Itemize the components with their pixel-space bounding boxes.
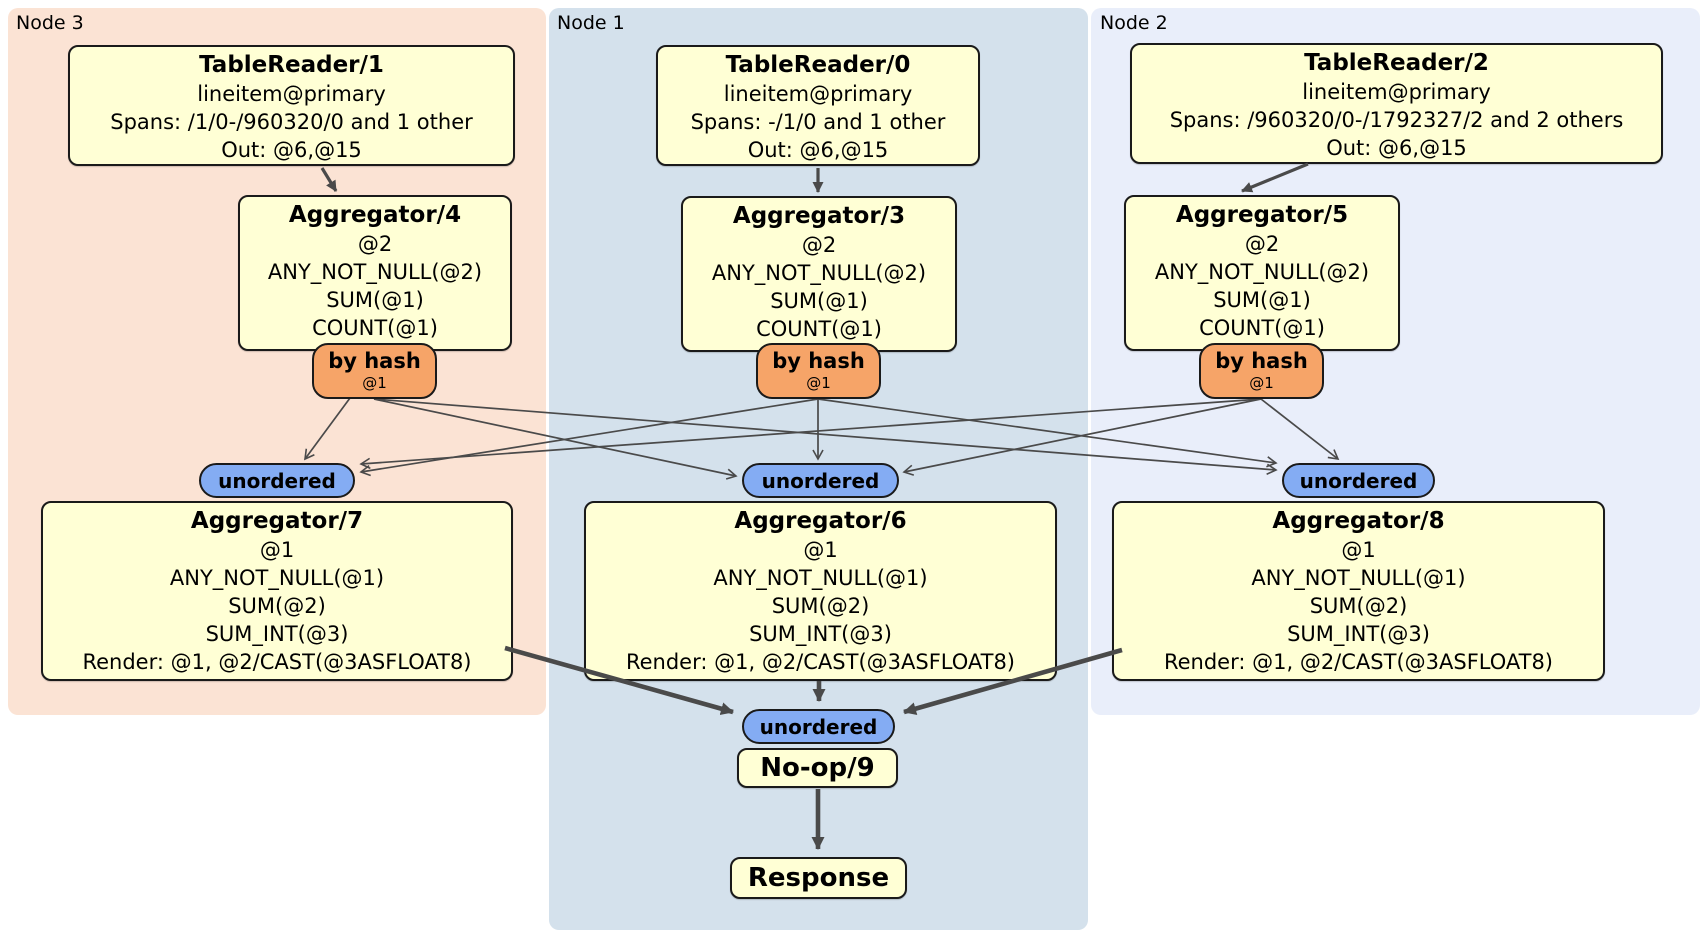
processor-tablereader-1: TableReader/1 lineitem@primary Spans: /1…	[68, 45, 515, 166]
processor-title: Aggregator/5	[1175, 202, 1349, 228]
router-by-hash-node2: by hash @1	[1199, 343, 1324, 399]
processor-title: No-op/9	[760, 753, 875, 783]
processor-response: Response	[730, 857, 907, 899]
processor-line: ANY_NOT_NULL(@2)	[1154, 260, 1370, 284]
sync-unordered-node2: unordered	[1282, 463, 1435, 498]
processor-aggregator-6: Aggregator/6 @1 ANY_NOT_NULL(@1) SUM(@2)…	[584, 501, 1057, 681]
sync-unordered-node1: unordered	[742, 463, 899, 498]
router-detail: @1	[1249, 374, 1274, 392]
processor-line: ANY_NOT_NULL(@1)	[1251, 566, 1466, 590]
processor-line: Render: @1, @2/CAST(@3ASFLOAT8)	[82, 650, 472, 674]
processor-line: @2	[357, 232, 393, 256]
processor-title: Aggregator/8	[1272, 508, 1445, 534]
processor-line: Out: @6,@15	[221, 138, 362, 162]
router-label: by hash	[328, 349, 421, 373]
processor-line: Render: @1, @2/CAST(@3ASFLOAT8)	[625, 650, 1016, 674]
processor-noop-9: No-op/9	[737, 748, 898, 788]
sync-unordered-node3: unordered	[199, 463, 355, 498]
processor-title: TableReader/0	[725, 52, 911, 78]
processor-line: @1	[1341, 538, 1376, 562]
router-detail: @1	[362, 374, 387, 392]
processor-line: Spans: /1/0-/960320/0 and 1 other	[110, 110, 473, 134]
processor-aggregator-8: Aggregator/8 @1 ANY_NOT_NULL(@1) SUM(@2)…	[1112, 501, 1605, 681]
processor-line: @1	[803, 538, 838, 562]
processor-line: COUNT(@1)	[1199, 316, 1325, 340]
processor-line: lineitem@primary	[197, 82, 386, 106]
processor-tablereader-0: TableReader/0 lineitem@primary Spans: -/…	[656, 45, 980, 166]
processor-line: lineitem@primary	[723, 82, 913, 106]
region-label-node-3: Node 3	[16, 12, 84, 34]
router-by-hash-node1: by hash @1	[756, 343, 881, 399]
processor-line: SUM(@1)	[1213, 288, 1311, 312]
processor-line: Spans: /960320/0-/1792327/2 and 2 others	[1169, 108, 1624, 132]
processor-aggregator-5: Aggregator/5 @2 ANY_NOT_NULL(@2) SUM(@1)…	[1124, 195, 1400, 351]
processor-title: Aggregator/4	[288, 202, 462, 228]
sync-unordered-final: unordered	[742, 709, 895, 744]
processor-line: SUM(@1)	[770, 289, 868, 313]
processor-line: ANY_NOT_NULL(@2)	[267, 260, 483, 284]
processor-line: Out: @6,@15	[1326, 136, 1467, 160]
processor-line: @1	[259, 538, 295, 562]
processor-title: Aggregator/6	[734, 508, 907, 534]
processor-aggregator-7: Aggregator/7 @1 ANY_NOT_NULL(@1) SUM(@2)…	[41, 501, 513, 681]
processor-aggregator-3: Aggregator/3 @2 ANY_NOT_NULL(@2) SUM(@1)…	[681, 196, 957, 352]
processor-line: @2	[801, 233, 837, 257]
processor-aggregator-4: Aggregator/4 @2 ANY_NOT_NULL(@2) SUM(@1)…	[238, 195, 512, 351]
processor-line: SUM(@2)	[228, 594, 326, 618]
processor-line: SUM_INT(@3)	[205, 622, 349, 646]
region-label-node-1: Node 1	[557, 12, 625, 34]
router-by-hash-node3: by hash @1	[312, 343, 437, 399]
processor-title: Aggregator/3	[732, 203, 906, 229]
processor-line: COUNT(@1)	[756, 317, 882, 341]
processor-title: TableReader/1	[199, 52, 384, 78]
processor-line: SUM(@1)	[326, 288, 424, 312]
processor-line: COUNT(@1)	[312, 316, 438, 340]
processor-line: SUM_INT(@3)	[1287, 622, 1430, 646]
processor-line: ANY_NOT_NULL(@1)	[713, 566, 928, 590]
processor-line: ANY_NOT_NULL(@2)	[711, 261, 927, 285]
processor-line: lineitem@primary	[1302, 80, 1491, 104]
region-label-node-2: Node 2	[1100, 12, 1168, 34]
processor-line: Spans: -/1/0 and 1 other	[690, 110, 946, 134]
processor-line: @2	[1244, 232, 1280, 256]
processor-line: Out: @6,@15	[747, 138, 889, 162]
processor-title: Response	[747, 863, 890, 893]
processor-tablereader-2: TableReader/2 lineitem@primary Spans: /9…	[1130, 43, 1663, 164]
processor-title: Aggregator/7	[190, 508, 364, 534]
processor-line: ANY_NOT_NULL(@1)	[169, 566, 385, 590]
processor-line: SUM_INT(@3)	[749, 622, 892, 646]
processor-line: SUM(@2)	[771, 594, 870, 618]
processor-title: TableReader/2	[1304, 50, 1489, 76]
router-label: by hash	[772, 349, 865, 373]
processor-line: SUM(@2)	[1309, 594, 1408, 618]
router-detail: @1	[806, 374, 831, 392]
router-label: by hash	[1215, 349, 1308, 373]
processor-line: Render: @1, @2/CAST(@3ASFLOAT8)	[1163, 650, 1554, 674]
